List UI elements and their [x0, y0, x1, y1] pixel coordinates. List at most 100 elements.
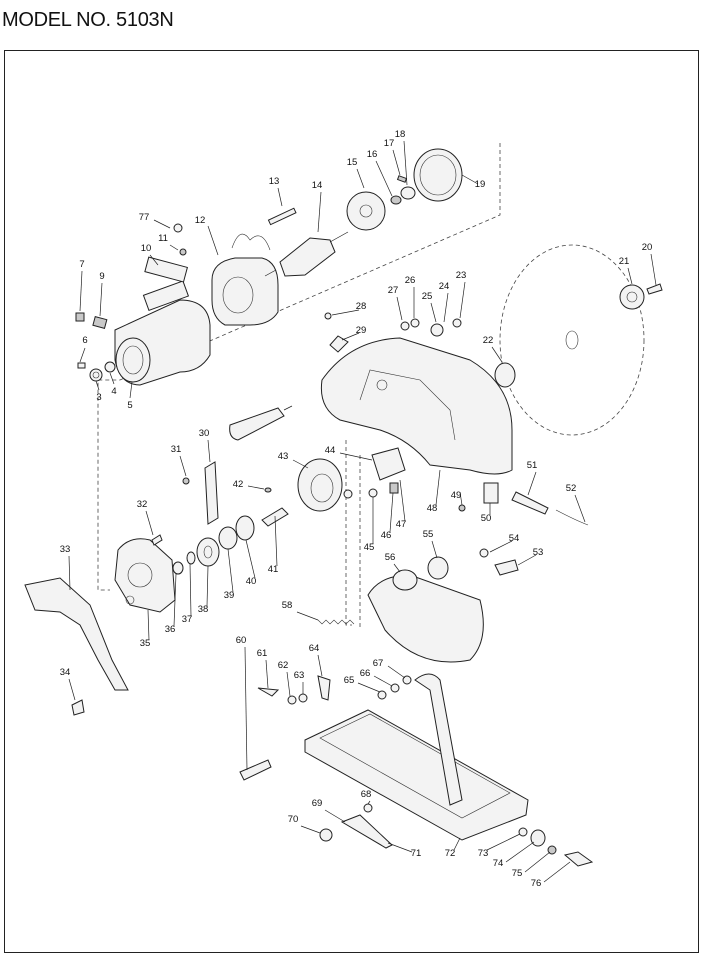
leader-line-70: [300, 825, 321, 834]
part-number-label: 54: [509, 533, 520, 544]
part-number-label: 47: [396, 519, 407, 530]
part-number-label: 56: [385, 552, 396, 563]
part-number-label: 32: [137, 499, 148, 510]
part-number-label: 69: [312, 798, 323, 809]
part-number-label: 20: [642, 242, 653, 253]
guide-lines: [97, 143, 501, 591]
leader-line-20: [650, 253, 657, 286]
leader-line-66: [373, 675, 393, 687]
part-number-label: 7: [79, 259, 84, 270]
leader-line-24: [443, 292, 449, 323]
leader-line-30: [207, 439, 211, 463]
leader-line-76: [543, 861, 571, 883]
lower-guard: [367, 556, 484, 663]
part-number-label: 61: [257, 648, 268, 659]
leader-line-52: [574, 494, 586, 523]
leader-line-49: [459, 491, 463, 506]
leader-line-74: [505, 841, 535, 863]
leader-line-25: [430, 302, 437, 323]
leader-line-4: [109, 372, 115, 385]
leader-line-64: [317, 654, 323, 677]
part-number-label: 10: [141, 243, 152, 254]
leader-line-44: [339, 452, 373, 461]
leader-line-28: [331, 309, 360, 316]
part-number-label: 21: [619, 256, 630, 267]
pin: [239, 759, 272, 781]
part-number-label: 41: [268, 564, 279, 575]
field-coil: [211, 233, 279, 326]
motor-housing: [114, 280, 211, 386]
part-number-label: 75: [512, 868, 523, 879]
leader-line-60: [244, 646, 248, 771]
bearing-box: [413, 148, 463, 202]
leader-line-15: [356, 168, 365, 189]
part-number-label: 65: [344, 675, 355, 686]
leader-line-16: [375, 160, 393, 197]
leader-line-19: [461, 174, 479, 185]
part-number-label: 46: [381, 530, 392, 541]
blade-guard: [320, 337, 513, 475]
part-number-label: 50: [481, 513, 492, 524]
part-number-label: 13: [269, 176, 280, 187]
part-number-label: 27: [388, 285, 399, 296]
part-number-label: 53: [533, 547, 544, 558]
part-number-label: 38: [198, 604, 209, 615]
part-number-label: 71: [411, 848, 422, 859]
leader-line-41: [274, 515, 278, 567]
leader-line-62: [286, 671, 291, 697]
part-number-label: 24: [439, 281, 450, 292]
leader-line-42: [247, 485, 265, 490]
part-number-label: 11: [158, 233, 168, 244]
leader-line-22: [491, 346, 503, 363]
wing-bolts: [257, 675, 594, 867]
leader-line-65: [357, 682, 381, 693]
part-number-label: 5: [127, 400, 132, 411]
leader-line-5: [129, 381, 133, 399]
part-number-label: 6: [82, 335, 87, 346]
leader-line-71: [387, 842, 413, 853]
leader-line-6: [79, 347, 86, 363]
leader-line-48: [435, 469, 441, 506]
part-number-label: 62: [278, 660, 289, 671]
part-number-label: 34: [60, 667, 71, 678]
leader-line-18: [403, 140, 408, 186]
fan: [346, 191, 386, 231]
leader-line-11: [169, 244, 179, 251]
part-number-label: 26: [405, 275, 416, 286]
front-knob: [229, 405, 293, 441]
part-number-label: 31: [171, 444, 182, 455]
leader-line-3: [95, 380, 100, 391]
part-number-label: 16: [367, 149, 378, 160]
switch-assembly: [368, 447, 406, 498]
part-number-label: 30: [199, 428, 210, 439]
part-number-label: 22: [483, 335, 494, 346]
leader-line-47: [399, 479, 406, 522]
base-plate: [304, 673, 529, 841]
side-cover: [24, 577, 129, 691]
part-number-label: 72: [445, 848, 456, 859]
part-number-label: 18: [395, 129, 406, 140]
gear-housing: [114, 538, 176, 613]
leader-line-39: [227, 548, 234, 593]
leader-line-46: [389, 492, 394, 533]
leader-line-55: [431, 540, 438, 559]
part-number-label: 35: [140, 638, 151, 649]
leader-line-58: [296, 611, 319, 621]
leader-line-31: [179, 455, 187, 477]
part-number-label: 48: [427, 503, 438, 514]
leader-line-77: [153, 219, 171, 229]
part-number-label: 43: [278, 451, 289, 462]
part-number-label: 25: [422, 291, 433, 302]
spring: [317, 619, 355, 625]
leader-line-38: [206, 565, 209, 607]
leader-line-73: [486, 833, 521, 851]
part-number-label: 74: [493, 858, 504, 869]
shaft: [483, 482, 589, 526]
part-number-label: 51: [527, 460, 538, 471]
part-number-label: 9: [99, 271, 104, 282]
part-number-label: 3: [96, 392, 101, 403]
part-number-label: 68: [361, 789, 372, 800]
leader-line-23: [459, 281, 466, 319]
part-number-label: 37: [182, 614, 193, 625]
